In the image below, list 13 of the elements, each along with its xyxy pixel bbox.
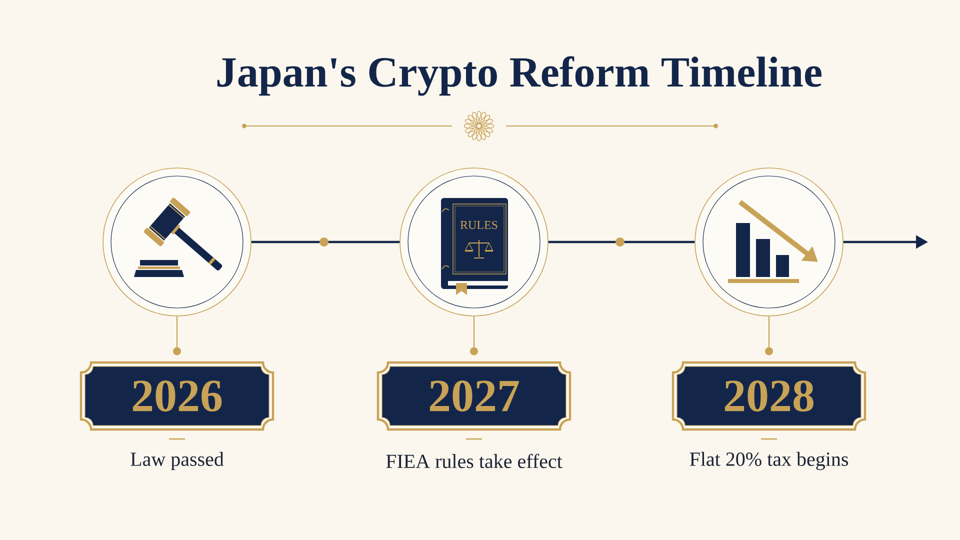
connector-line (251, 240, 400, 244)
year-plaque: 2026 (80, 361, 274, 431)
milestone-label: Flat 20% tax begins (690, 452, 848, 470)
connector-line (548, 240, 695, 244)
book-title: RULES (460, 220, 498, 230)
year-plaque: 2028 (672, 361, 866, 431)
dot-connector (765, 316, 773, 356)
title: Japan's Crypto Reform Timeline (217, 56, 822, 96)
milestone-label: Law passed (130, 452, 224, 470)
milestone-label: FIEA rules take effect (386, 454, 562, 468)
dot-connector (470, 316, 478, 356)
dot-connector (173, 316, 181, 356)
year-plaque: 2027 (376, 361, 572, 431)
